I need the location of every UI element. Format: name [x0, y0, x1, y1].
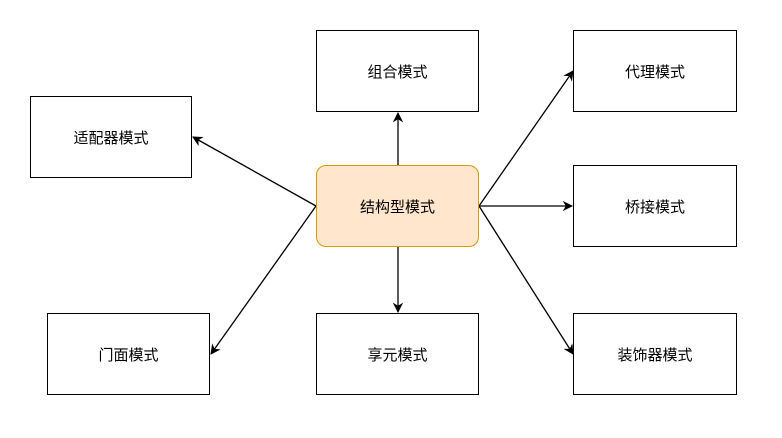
node-proxy-label: 代理模式 — [624, 62, 685, 81]
node-composite: 组合模式 — [316, 30, 479, 112]
node-flyweight-label: 享元模式 — [367, 345, 428, 364]
node-bridge-label: 桥接模式 — [624, 197, 685, 216]
node-facade: 门面模式 — [47, 313, 210, 395]
node-adapter-label: 适配器模式 — [73, 128, 149, 147]
node-proxy: 代理模式 — [573, 30, 737, 112]
node-facade-label: 门面模式 — [98, 345, 159, 364]
node-flyweight: 享元模式 — [316, 313, 479, 395]
node-structural-patterns: 结构型模式 — [316, 165, 479, 247]
edge-center-to-adapter — [192, 136, 317, 207]
node-composite-label: 组合模式 — [367, 62, 428, 81]
node-adapter: 适配器模式 — [30, 96, 192, 178]
node-bridge: 桥接模式 — [573, 165, 737, 247]
edge-center-to-facade — [210, 205, 317, 355]
edge-center-to-decorator — [478, 205, 574, 355]
node-decorator: 装饰器模式 — [573, 313, 737, 395]
node-decorator-label: 装饰器模式 — [617, 345, 693, 364]
edge-center-to-proxy — [478, 70, 574, 207]
node-structural-patterns-label: 结构型模式 — [359, 197, 435, 216]
